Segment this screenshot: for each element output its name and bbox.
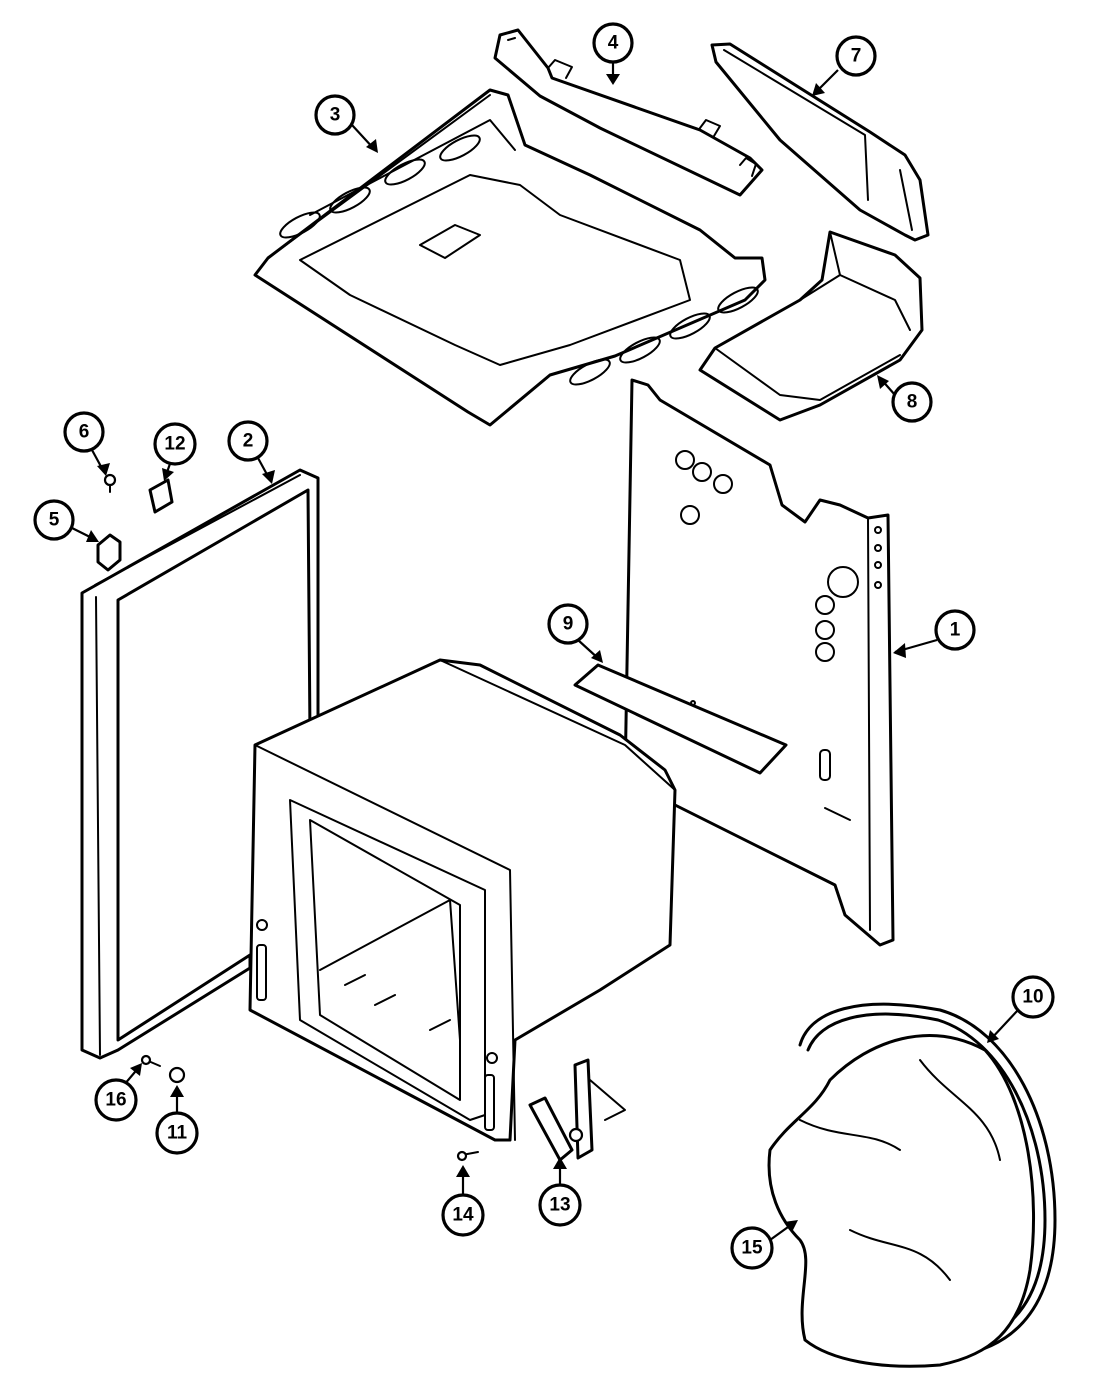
part-8-burner-box bbox=[698, 230, 924, 422]
part-6-screw bbox=[103, 473, 117, 493]
svg-text:7: 7 bbox=[851, 46, 862, 67]
svg-text:6: 6 bbox=[79, 422, 90, 443]
callout-15: 15 bbox=[730, 1226, 774, 1270]
part-13-hinge bbox=[528, 1058, 626, 1162]
leader-lines bbox=[71, 60, 1019, 1241]
part-2-door-frame bbox=[80, 468, 320, 1060]
svg-text:5: 5 bbox=[49, 510, 60, 531]
part-11-nut bbox=[168, 1066, 186, 1084]
callout-1: 1 bbox=[934, 609, 976, 651]
svg-text:4: 4 bbox=[608, 33, 619, 54]
part-16-screw bbox=[140, 1054, 161, 1067]
part-7-duct-cover bbox=[710, 42, 930, 242]
oven-cavity bbox=[248, 658, 677, 1142]
svg-text:14: 14 bbox=[452, 1205, 474, 1226]
callout-10: 10 bbox=[1011, 975, 1055, 1019]
callout-14: 14 bbox=[441, 1193, 485, 1237]
callout-12: 12 bbox=[153, 422, 197, 466]
part-10-gasket bbox=[798, 1002, 1057, 1357]
callout-2: 2 bbox=[227, 420, 269, 462]
svg-text:13: 13 bbox=[549, 1195, 570, 1216]
svg-text:10: 10 bbox=[1022, 987, 1043, 1008]
part-12-plug bbox=[148, 478, 174, 514]
svg-text:12: 12 bbox=[164, 434, 185, 455]
callout-16: 16 bbox=[94, 1078, 138, 1122]
callout-8: 8 bbox=[891, 381, 933, 423]
svg-text:8: 8 bbox=[907, 392, 918, 413]
part-4-rear-bracket bbox=[493, 28, 764, 197]
svg-text:9: 9 bbox=[563, 614, 574, 635]
callout-7: 7 bbox=[835, 35, 877, 77]
part-9-plate bbox=[573, 663, 788, 775]
callout-11: 11 bbox=[155, 1111, 199, 1155]
svg-text:3: 3 bbox=[330, 105, 341, 126]
callout-3: 3 bbox=[314, 94, 356, 136]
svg-text:1: 1 bbox=[950, 620, 961, 641]
part-5-clip bbox=[96, 533, 122, 572]
svg-text:11: 11 bbox=[167, 1123, 188, 1144]
callout-13: 13 bbox=[538, 1183, 582, 1227]
svg-text:16: 16 bbox=[105, 1090, 126, 1111]
svg-text:15: 15 bbox=[741, 1238, 763, 1259]
part-15-insulation bbox=[767, 1034, 1036, 1368]
callout-6: 6 bbox=[63, 411, 105, 453]
callout-5: 5 bbox=[33, 499, 75, 541]
svg-text:2: 2 bbox=[243, 431, 254, 452]
callout-9: 9 bbox=[547, 603, 589, 645]
part-1-side-panel bbox=[623, 378, 895, 947]
part-14-screw bbox=[456, 1150, 479, 1162]
callout-4: 4 bbox=[592, 22, 634, 64]
part-3-cooktop-pan bbox=[253, 88, 767, 427]
